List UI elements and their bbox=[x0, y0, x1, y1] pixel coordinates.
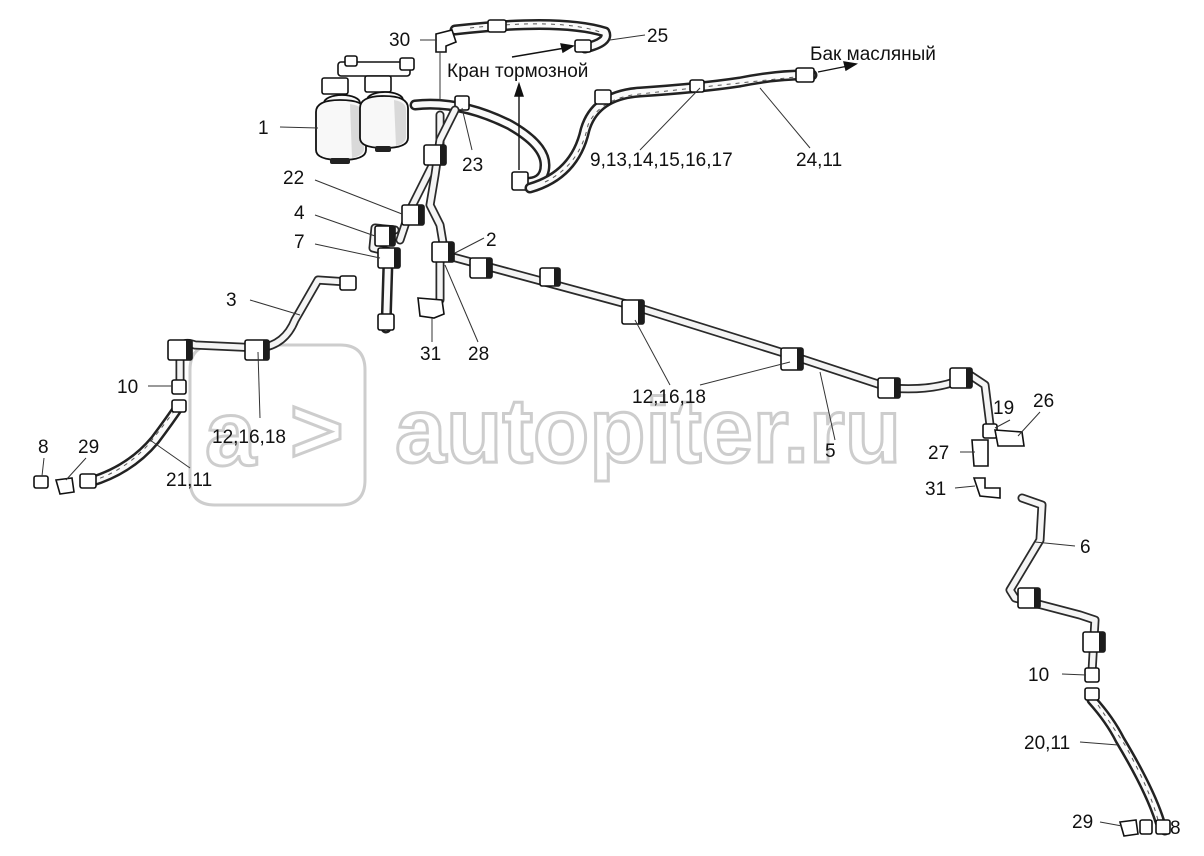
label-31-right: 31 bbox=[925, 479, 946, 500]
label-29-left: 29 bbox=[78, 437, 99, 458]
clamp bbox=[167, 339, 193, 361]
pipe-6 bbox=[1005, 493, 1100, 677]
fitting-8-left bbox=[33, 475, 49, 489]
arrow-to-brake-valve bbox=[514, 81, 524, 170]
clamp bbox=[401, 204, 425, 226]
clamp bbox=[539, 267, 561, 287]
label-7: 7 bbox=[294, 232, 305, 253]
label-26: 26 bbox=[1033, 391, 1054, 412]
label-8-left: 8 bbox=[38, 437, 49, 458]
clamp bbox=[244, 339, 270, 361]
clamp bbox=[1082, 631, 1106, 653]
clamp bbox=[431, 241, 455, 263]
label-30: 30 bbox=[389, 30, 410, 51]
hose-7 bbox=[377, 256, 395, 334]
label-10-left: 10 bbox=[117, 377, 138, 398]
elbow-fitting-31-right bbox=[972, 477, 1001, 499]
elbow-fitting-30 bbox=[435, 29, 457, 53]
label-3: 3 bbox=[226, 290, 237, 311]
label-2: 2 bbox=[486, 230, 497, 251]
label-25: 25 bbox=[647, 26, 668, 47]
clamp bbox=[877, 377, 901, 399]
position-labels: 1 2 3 4 5 6 7 8 8 9,13,14,15,16,17 10 10… bbox=[38, 26, 1181, 839]
label-23: 23 bbox=[462, 155, 483, 176]
clamp bbox=[780, 347, 804, 371]
label-12-16-18-center: 12,16,18 bbox=[632, 387, 706, 408]
hose-21 bbox=[79, 379, 187, 489]
clamp bbox=[621, 299, 645, 325]
watermark: a > autopiter.ru bbox=[188, 343, 903, 507]
fitting-8-right bbox=[1139, 819, 1153, 835]
label-28: 28 bbox=[468, 344, 489, 365]
label-12-16-18-left: 12,16,18 bbox=[212, 427, 286, 448]
pipe-clamps bbox=[167, 144, 1106, 653]
label-22: 22 bbox=[283, 168, 304, 189]
fitting-19-26 bbox=[982, 423, 1025, 447]
leader-lines bbox=[41, 34, 1123, 827]
watermark-logo-arrow: > bbox=[290, 380, 344, 482]
label-1: 1 bbox=[258, 118, 269, 139]
arrow-to-brake-valve-top bbox=[511, 43, 575, 58]
hose-return-line bbox=[524, 67, 818, 194]
label-19: 19 bbox=[993, 398, 1014, 419]
clamp bbox=[423, 144, 447, 166]
clamp bbox=[949, 367, 973, 389]
label-10-right: 10 bbox=[1028, 665, 1049, 686]
fitting-27 bbox=[971, 439, 989, 467]
label-24-11: 24,11 bbox=[796, 150, 842, 171]
watermark-text: autopiter.ru bbox=[395, 380, 901, 482]
label-27: 27 bbox=[928, 443, 949, 464]
label-31-center: 31 bbox=[420, 344, 441, 365]
label-6: 6 bbox=[1080, 537, 1091, 558]
label-4: 4 bbox=[294, 203, 305, 224]
clamp bbox=[374, 225, 396, 247]
label-9-13-14-15-16-17: 9,13,14,15,16,17 bbox=[590, 150, 733, 171]
pipe-3 bbox=[175, 275, 357, 387]
clamp bbox=[377, 247, 401, 269]
elbow-fitting-31-center bbox=[417, 297, 445, 319]
label-20-11: 20,11 bbox=[1024, 733, 1070, 754]
arrow-to-oil-tank bbox=[817, 61, 858, 73]
label-29-right: 29 bbox=[1072, 812, 1093, 833]
watermark-logo-a: a bbox=[205, 383, 257, 485]
label-5: 5 bbox=[825, 441, 836, 462]
clamp bbox=[1017, 587, 1041, 609]
label-brake-valve: Кран тормозной bbox=[447, 61, 588, 82]
label-8-right: 8 bbox=[1170, 818, 1181, 839]
label-21-11: 21,11 bbox=[166, 470, 212, 491]
fitting-29-right bbox=[1118, 819, 1139, 837]
filter-assembly bbox=[315, 55, 415, 164]
hose-25 bbox=[449, 18, 612, 54]
fitting-29-left bbox=[54, 477, 75, 495]
clamp bbox=[469, 257, 493, 279]
hose-20 bbox=[1084, 667, 1171, 836]
label-oil-tank: Бак масляный bbox=[810, 44, 936, 65]
